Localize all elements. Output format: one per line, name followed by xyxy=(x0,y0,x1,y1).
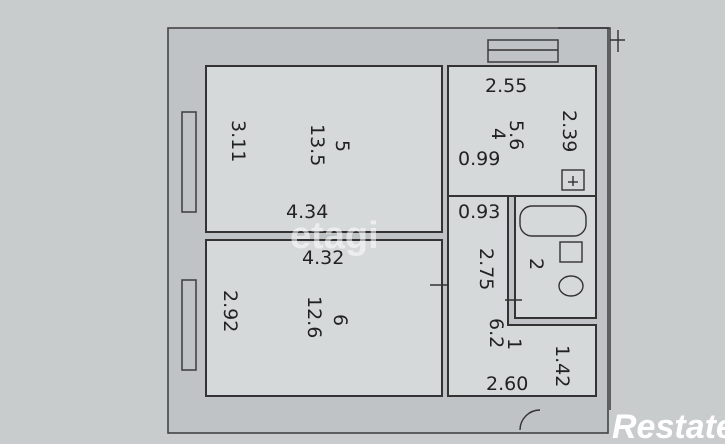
bath-number: 2 xyxy=(525,258,547,270)
room-6 xyxy=(205,239,443,397)
bathroom xyxy=(514,195,597,319)
corridor-small: 0.99 xyxy=(458,148,500,170)
room5-width: 4.34 xyxy=(286,201,328,223)
hall-number: 1 xyxy=(503,338,525,350)
hall-width: 2.60 xyxy=(486,373,528,395)
hall-depth: 1.42 xyxy=(551,345,573,387)
kitchen-area: 5.6 xyxy=(505,120,527,150)
kitchen-number: 4 xyxy=(487,128,509,140)
window-left-top xyxy=(181,111,197,213)
stove xyxy=(561,169,585,191)
room5-area: 13.5 xyxy=(306,124,328,166)
room-5 xyxy=(205,65,443,233)
watermark: etagi xyxy=(290,215,379,257)
kitchen xyxy=(447,65,597,197)
corridor-gap: 0.93 xyxy=(458,201,500,223)
toilet-bowl xyxy=(558,275,584,297)
hall-area: 6.2 xyxy=(485,318,507,348)
room5-number: 5 xyxy=(331,140,353,152)
kitchen-width: 2.55 xyxy=(485,75,527,97)
toilet-tank xyxy=(559,241,583,263)
kitchen-depth: 2.39 xyxy=(558,110,580,152)
balcony xyxy=(487,39,559,63)
room6-area: 12.6 xyxy=(303,296,325,338)
bathtub xyxy=(519,205,587,237)
bath-length: 2.75 xyxy=(475,248,497,290)
room6-width: 4.32 xyxy=(302,247,344,269)
room6-number: 6 xyxy=(329,314,351,326)
hallway xyxy=(447,195,597,397)
brand-logo: Restate xyxy=(612,408,725,444)
room6-height: 2.92 xyxy=(219,290,241,332)
window-left-bottom xyxy=(181,279,197,371)
room5-height: 3.11 xyxy=(227,120,249,162)
